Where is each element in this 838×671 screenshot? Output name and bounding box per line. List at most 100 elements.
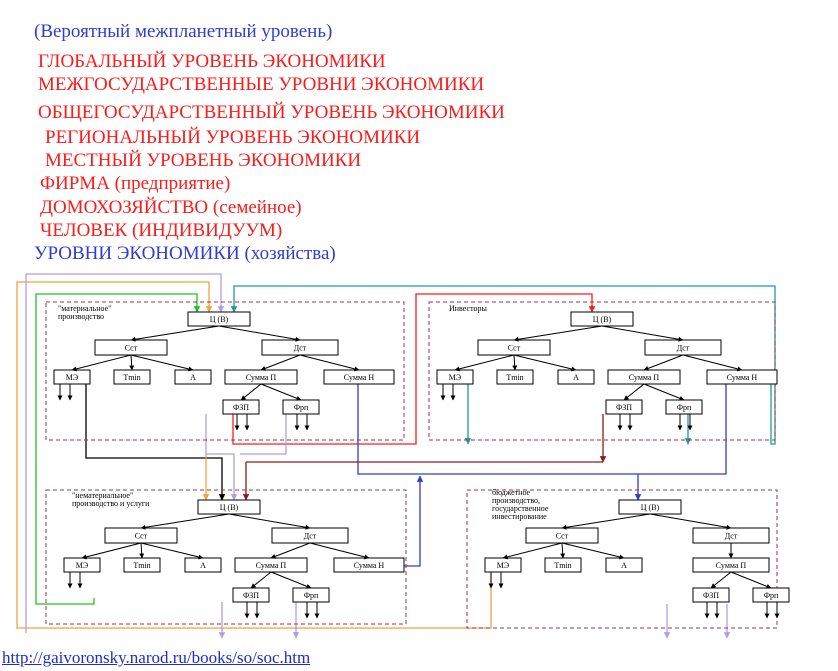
svg-text:ФЗП: ФЗП	[243, 591, 259, 600]
svg-text:Дст: Дст	[725, 532, 738, 541]
wire-teal	[230, 285, 776, 445]
node-sum-p: Сумма П	[607, 369, 681, 385]
node-frp: Фрп	[282, 399, 320, 415]
svg-text:Сумма П: Сумма П	[716, 561, 747, 570]
svg-text:Tmin: Tmin	[133, 561, 150, 570]
svg-text:производство,: производство,	[492, 496, 540, 505]
svg-text:производство и услуги: производство и услуги	[72, 499, 150, 508]
wire-green	[35, 293, 201, 605]
node-price-target: Ц (В)	[570, 311, 634, 327]
svg-text:А: А	[573, 373, 579, 382]
svg-text:МЭ: МЭ	[76, 561, 88, 570]
svg-text:Сст: Сст	[135, 532, 148, 541]
node-cost: Сст	[525, 527, 599, 544]
node-me: МЭ	[436, 369, 474, 385]
node-me: МЭ	[484, 557, 522, 573]
svg-text:МЭ: МЭ	[449, 373, 461, 382]
svg-text:Фрп: Фрп	[304, 591, 319, 600]
svg-text:"материальное": "материальное"	[58, 304, 111, 313]
svg-text:МЭ: МЭ	[497, 561, 509, 570]
node-frp: Фрп	[292, 587, 330, 603]
wire-black	[85, 384, 226, 501]
node-sum-n: Сумма Н	[333, 557, 405, 573]
node-fzp: ФЗП	[605, 399, 643, 415]
node-sum-n: Сумма Н	[323, 369, 395, 385]
svg-text:Tmin: Tmin	[123, 373, 140, 382]
svg-text:бюджетное: бюджетное	[492, 488, 531, 497]
wire-lav-1	[205, 414, 238, 501]
node-cost: Сст	[104, 527, 178, 544]
level-item: ОБЩЕГОСУДАРСТВЕННЫЙ УРОВЕНЬ ЭКОНОМИКИ	[38, 102, 505, 123]
node-price-target: Ц (В)	[197, 499, 261, 515]
level-item: МЕСТНЫЙ УРОВЕНЬ ЭКОНОМИКИ	[45, 150, 362, 171]
svg-text:Сст: Сст	[125, 344, 138, 353]
svg-text:Фрп: Фрп	[294, 403, 309, 412]
svg-text:Дст: Дст	[304, 532, 317, 541]
svg-text:Сумма Н: Сумма Н	[727, 373, 758, 382]
svg-text:Сумма П: Сумма П	[246, 373, 277, 382]
svg-text:Ц (В): Ц (В)	[641, 503, 660, 512]
svg-text:А: А	[190, 373, 196, 382]
block-title: Инвесторы	[449, 304, 487, 313]
block-title: бюджетноепроизводство,государственноеинв…	[492, 488, 549, 521]
node-tmin: Tmin	[113, 369, 151, 385]
node-frp: Фрп	[752, 587, 790, 603]
svg-text:Ц (В): Ц (В)	[593, 315, 612, 324]
svg-text:Сст: Сст	[508, 344, 521, 353]
level-item: (Вероятный межпланетный уровень)	[34, 21, 333, 42]
svg-text:Дст: Дст	[294, 344, 307, 353]
source-url-link[interactable]: http://gaivoronsky.narod.ru/books/so/soc…	[2, 648, 311, 667]
node-sum-p: Сумма П	[224, 369, 298, 385]
level-item: ФИРМА (предприятие)	[40, 173, 231, 194]
node-tmin: Tmin	[123, 557, 161, 573]
node-price: Дст	[261, 339, 339, 356]
svg-text:Ц (В): Ц (В)	[210, 315, 229, 324]
node-sum-p: Сумма П	[234, 557, 308, 573]
svg-text:Tmin: Tmin	[506, 373, 523, 382]
block-title: "нематериальное"производство и услуги	[72, 491, 150, 508]
svg-text:Инвесторы: Инвесторы	[449, 304, 487, 313]
node-a: А	[174, 369, 212, 385]
node-sum-p: Сумма П	[692, 557, 770, 573]
svg-text:Дст: Дст	[677, 344, 690, 353]
node-fzp: ФЗП	[692, 587, 730, 603]
svg-text:ФЗП: ФЗП	[233, 403, 249, 412]
node-a: А	[557, 369, 595, 385]
node-a: А	[184, 557, 222, 573]
svg-text:МЭ: МЭ	[66, 373, 78, 382]
block-title: "материальное"производство	[58, 304, 111, 321]
level-item: МЕЖГОСУДАРСТВЕННЫЕ УРОВНИ ЭКОНОМИКИ	[38, 74, 485, 95]
svg-text:А: А	[621, 561, 627, 570]
node-me: МЭ	[53, 369, 91, 385]
svg-text:Сумма Н: Сумма Н	[354, 561, 385, 570]
svg-text:Сумма П: Сумма П	[256, 561, 287, 570]
svg-text:Сст: Сст	[556, 532, 569, 541]
node-price: Дст	[692, 527, 770, 544]
level-item: ЧЕЛОВЕК (ИНДИВИДУУМ)	[40, 220, 283, 241]
node-tmin: Tmin	[496, 369, 534, 385]
node-cost: Сст	[477, 339, 551, 356]
svg-text:Сумма П: Сумма П	[629, 373, 660, 382]
wire-red	[232, 293, 596, 445]
level-item: РЕГИОНАЛЬНЫЙ УРОВЕНЬ ЭКОНОМИКИ	[45, 127, 421, 148]
node-me: МЭ	[63, 557, 101, 573]
node-price: Дст	[271, 527, 349, 544]
node-price-target: Ц (В)	[618, 499, 682, 515]
node-price: Дст	[644, 339, 722, 356]
node-cost: Сст	[94, 339, 168, 356]
node-fzp: ФЗП	[222, 399, 260, 415]
svg-text:А: А	[200, 561, 206, 570]
wire-orange	[16, 281, 492, 629]
svg-text:Ц (В): Ц (В)	[220, 503, 239, 512]
svg-text:Фрп: Фрп	[764, 591, 779, 600]
node-a: А	[605, 557, 643, 573]
node-sum-n: Сумма Н	[706, 369, 778, 385]
level-item: УРОВНИ ЭКОНОМИКИ (хозяйства)	[34, 243, 336, 264]
svg-text:инвестирование: инвестирование	[492, 512, 547, 521]
svg-text:Фрп: Фрп	[677, 403, 692, 412]
svg-text:ФЗП: ФЗП	[616, 403, 632, 412]
svg-text:ФЗП: ФЗП	[703, 591, 719, 600]
wire-blue-2	[638, 384, 727, 475]
